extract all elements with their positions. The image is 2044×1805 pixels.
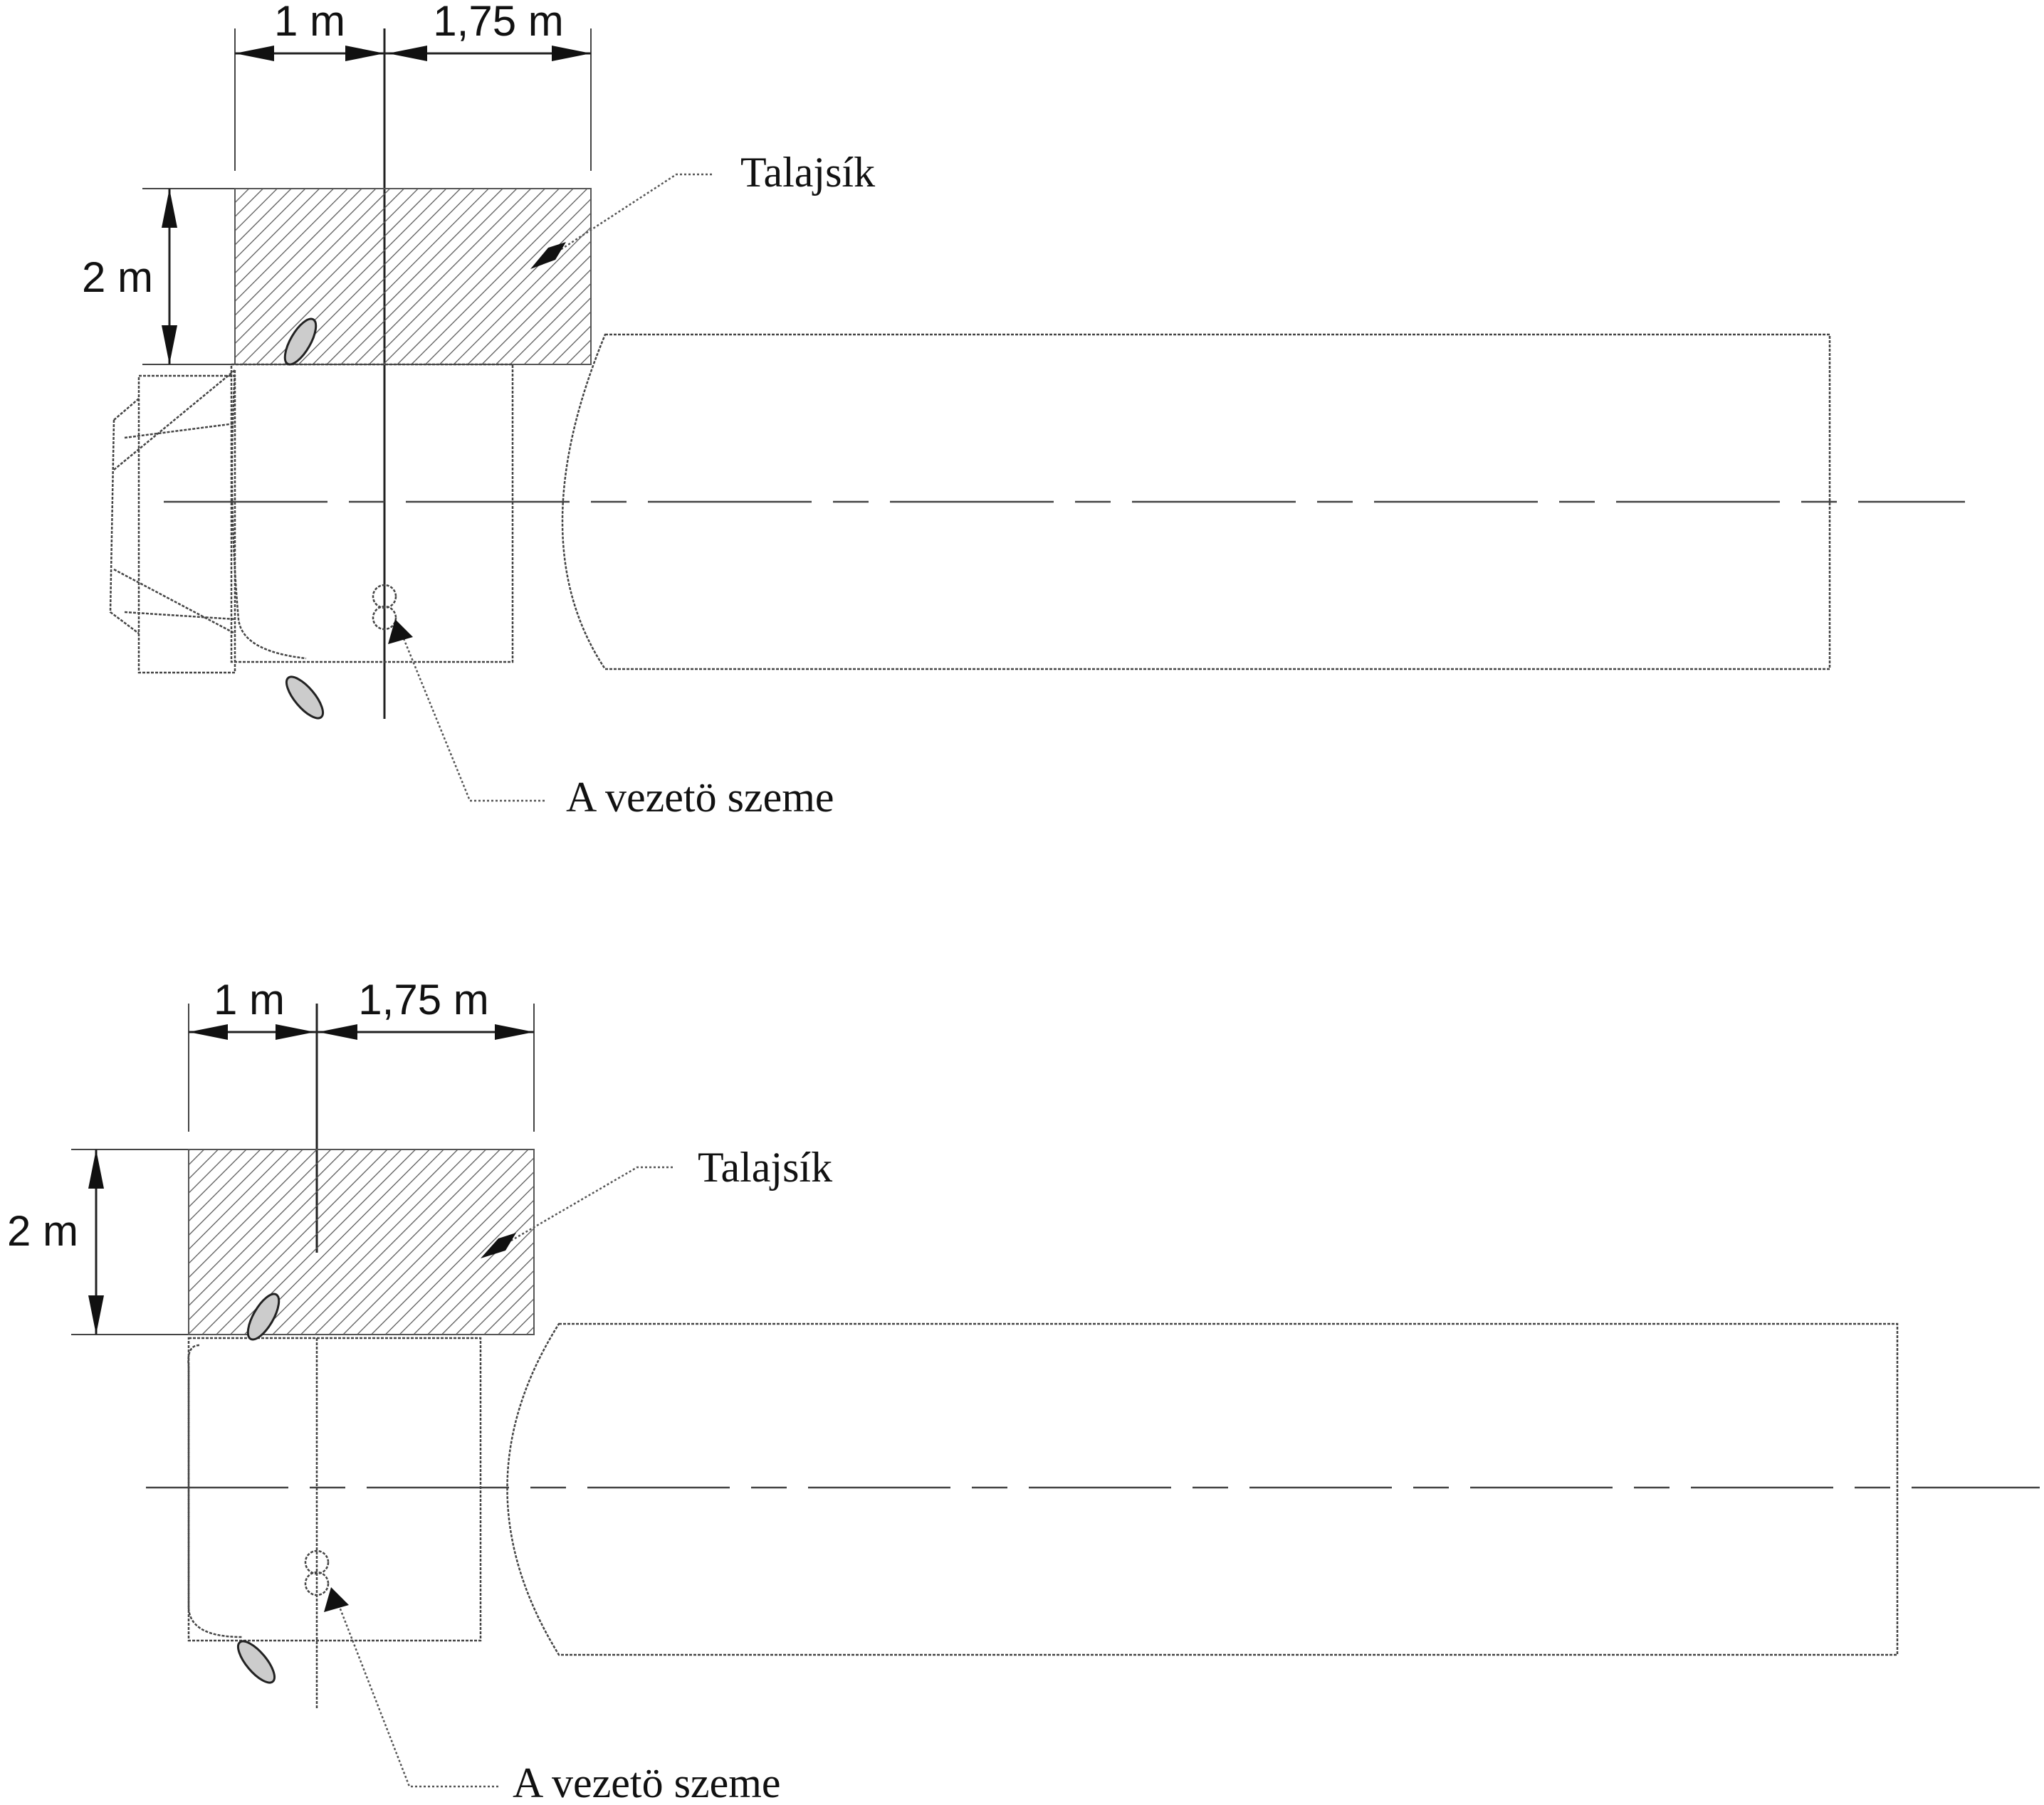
driver-eye-arrow-icon — [388, 619, 413, 644]
ground-plane-label: Talajsík — [740, 149, 875, 196]
ground-plane-arrow-icon — [481, 1233, 516, 1258]
height-dimension: 2 m — [82, 188, 235, 365]
driver-eye-icon — [304, 1549, 330, 1575]
dim-label-1-75m: 1,75 m — [358, 976, 488, 1023]
trailer-outline — [506, 1322, 1899, 1656]
arrow-down-icon — [88, 1295, 104, 1335]
arrow-down-icon — [162, 325, 177, 364]
mirror-top-icon — [246, 1293, 281, 1341]
driver-eye-leader — [397, 626, 545, 802]
dim-label-1m: 1 m — [274, 0, 345, 45]
arrow-right-icon — [495, 1024, 534, 1040]
driver-eye-label: A vezetö szeme — [513, 1759, 781, 1805]
ground-plane-area — [188, 1149, 535, 1335]
driver-eye-icon — [372, 584, 397, 609]
mirror-bottom-icon — [236, 1640, 276, 1684]
mirror-top-icon — [283, 317, 318, 366]
ground-plane-arrow-icon — [530, 242, 566, 269]
driver-eye-label: A vezetö szeme — [566, 774, 834, 821]
cab-bumper — [137, 374, 236, 674]
cab-line-3 — [113, 568, 236, 635]
mirror-bottom-icon — [285, 675, 325, 720]
cab-line-1 — [113, 369, 236, 470]
height-dimension: 2 m — [7, 1149, 189, 1335]
arrow-mid-left-icon — [276, 1024, 315, 1040]
driver-eye-2-icon — [372, 605, 397, 631]
dim-label-1-75m: 1,75 m — [433, 0, 563, 45]
arrow-left-icon — [235, 46, 274, 61]
arrow-up-icon — [88, 1149, 104, 1189]
truck-cab — [187, 1293, 482, 1684]
dim-label-2m: 2 m — [82, 253, 153, 301]
cab-front-curve — [187, 1344, 243, 1638]
driver-eye-leader — [333, 1594, 498, 1788]
figure-bottom: 1 m 1,75 m 2 m Talajsík — [7, 976, 2040, 1805]
arrow-mid-right-icon — [388, 46, 427, 61]
arrow-mid-right-icon — [318, 1024, 357, 1040]
driver-eye-arrow-icon — [324, 1587, 349, 1612]
trailer-outline — [561, 333, 1831, 670]
ground-plane-label: Talajsík — [698, 1144, 832, 1191]
trailer — [561, 333, 1831, 670]
arrow-mid-left-icon — [345, 46, 384, 61]
cab-outline — [187, 1337, 482, 1642]
cab-front-curve — [231, 369, 307, 660]
arrow-left-icon — [189, 1024, 228, 1040]
cab-line-2 — [124, 422, 236, 439]
truck-cab — [109, 317, 514, 720]
width-dimension: 1 m 1,75 m — [234, 0, 592, 171]
width-dimension: 1 m 1,75 m — [188, 976, 535, 1132]
cab-line-4 — [124, 611, 236, 621]
cab-nose — [109, 398, 140, 634]
arrow-up-icon — [162, 189, 177, 228]
figure-top: 1 m 1,75 m 2 m Talajsík — [82, 0, 1965, 821]
driver-eye-2-icon — [304, 1571, 330, 1596]
trailer — [506, 1322, 1899, 1656]
ground-plane-leader — [533, 173, 712, 268]
dim-label-1m: 1 m — [214, 976, 285, 1023]
ground-plane-area — [234, 188, 592, 365]
arrow-right-icon — [552, 46, 591, 61]
cab-outline — [230, 363, 514, 663]
ground-plane-leader — [483, 1166, 673, 1258]
dim-label-2m: 2 m — [7, 1207, 78, 1255]
